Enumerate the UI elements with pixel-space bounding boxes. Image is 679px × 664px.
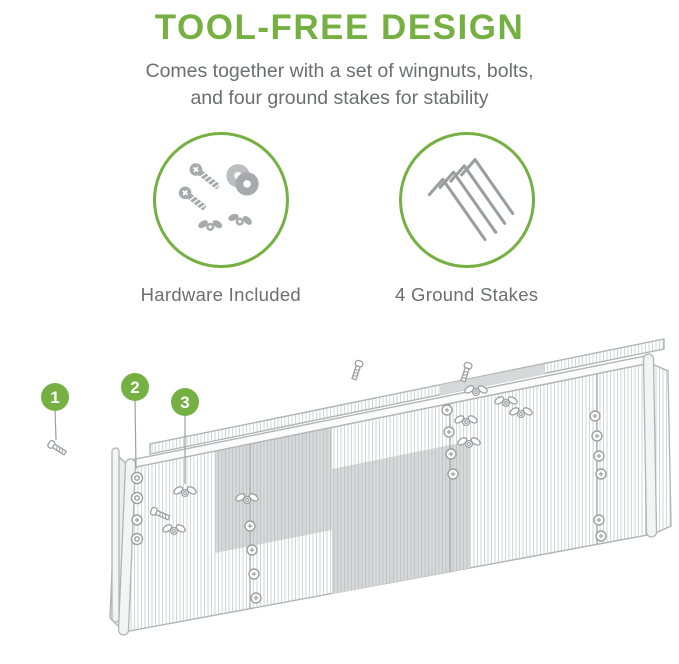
feature-badges: Hardware Included 4 Ground Stakes	[0, 131, 679, 306]
bed-shaded-panel	[215, 426, 332, 553]
bolt-glyph	[445, 448, 457, 460]
bolt-glyph	[595, 468, 607, 480]
callouts: 1 2 3	[41, 372, 199, 484]
callout-1-number: 1	[50, 388, 59, 407]
bolt-icon	[178, 186, 206, 210]
subtitle-line-1: Comes together with a set of wingnuts, b…	[145, 60, 534, 82]
washer-glyph	[130, 491, 144, 505]
garden-bed-diagram: 1 2 3	[0, 308, 679, 664]
bolt-glyph	[250, 592, 262, 604]
bolt-icon	[189, 163, 220, 189]
bolt-glyph	[595, 530, 607, 542]
callout-1: 1	[41, 382, 69, 411]
callout-2: 2	[121, 372, 149, 401]
callout-1-circle	[41, 382, 69, 411]
corner-trim	[642, 353, 658, 538]
bolt-glyph	[593, 450, 605, 462]
bolt-glyph	[246, 544, 258, 556]
callout-1-leader	[54, 407, 57, 440]
garden-bed	[109, 337, 672, 636]
page-title: TOOL-FREE DESIGN	[154, 8, 525, 47]
bed-back-wall-shaded-panel	[440, 363, 545, 395]
bolt-glyph	[131, 514, 143, 526]
bolt-glyph	[593, 514, 605, 526]
bolt-glyph	[443, 426, 455, 438]
washer-glyph	[130, 532, 144, 546]
callout-3-circle	[171, 387, 199, 416]
subtitle-line-2: and four ground stakes for stability	[190, 86, 489, 109]
bolt-glyph	[46, 438, 68, 457]
washer-icon	[226, 163, 259, 196]
header: TOOL-FREE DESIGN Comes together with a s…	[0, 0, 679, 112]
garden-bed-illustration: 1 2 3	[41, 337, 672, 636]
ground-stakes-icon	[427, 157, 514, 241]
hardware-icon	[178, 163, 259, 231]
stake-lines	[427, 157, 514, 241]
callout-2-leader	[134, 397, 137, 469]
feature-stakes: 4 Ground Stakes	[395, 131, 539, 306]
hardware-badge-circle	[152, 131, 289, 268]
bolt-glyph	[441, 404, 453, 416]
bolt-glyph	[589, 410, 601, 422]
callout-3: 3	[171, 387, 199, 416]
callout-2-circle	[121, 372, 149, 401]
callout-2-number: 2	[130, 378, 139, 397]
wingnut-icon	[228, 213, 252, 226]
washer-glyph	[130, 471, 144, 485]
corner-trim	[111, 447, 120, 623]
bolt-glyph	[349, 358, 365, 381]
bolt-glyph	[447, 468, 459, 480]
bolt-glyph	[591, 430, 603, 442]
corner-trim	[117, 458, 137, 636]
feature-stakes-label: 4 Ground Stakes	[395, 283, 539, 305]
subtitle: Comes together with a set of wingnuts, b…	[0, 58, 679, 112]
wingnut-icon	[198, 220, 223, 231]
feature-hardware-label: Hardware Included	[140, 283, 302, 305]
callout-3-number: 3	[180, 393, 189, 412]
bolt-glyph	[248, 568, 260, 580]
bolt-glyph	[244, 520, 256, 532]
feature-hardware: Hardware Included	[140, 131, 302, 306]
stakes-badge-circle	[398, 131, 535, 268]
bed-shaded-panel	[332, 440, 470, 594]
